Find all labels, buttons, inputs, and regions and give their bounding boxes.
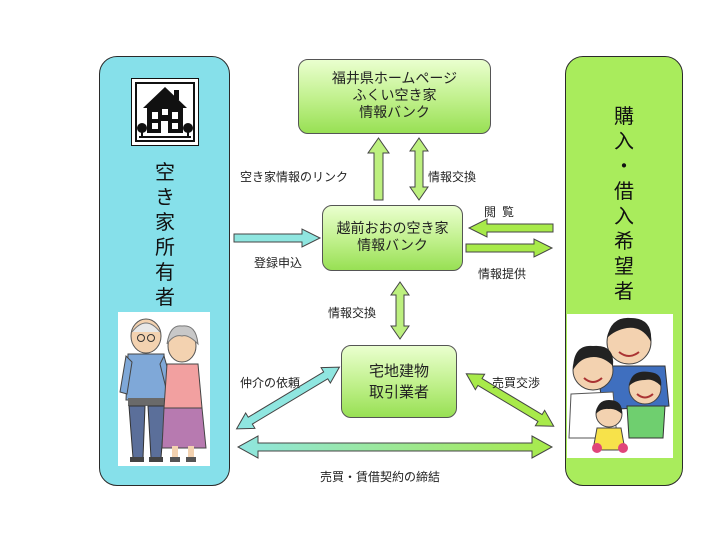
broker-line: 取引業者 (368, 382, 429, 401)
buyer-title-char: 者 (614, 279, 634, 303)
link-arrow (367, 137, 390, 201)
owner-title-char: 有 (155, 260, 175, 284)
register-arrow (233, 228, 322, 248)
family-illustration (567, 314, 673, 458)
owner-title-char: 者 (155, 285, 175, 309)
link-label: 空き家情報のリンク (240, 170, 349, 184)
contract-label: 売買・賃借契約の締結 (320, 470, 441, 484)
trade-arrow (465, 373, 555, 427)
fukui-bank-line: ふくい空き家 (352, 88, 437, 104)
trade-label: 売買交渉 (492, 376, 541, 390)
register-label: 登録申込 (254, 256, 303, 270)
echizen-bank-line: 越前おおの空き家 (336, 221, 449, 237)
echizen-ono-vacant-house-bank-box: 越前おおの空き家 情報バンク (322, 205, 463, 271)
buyer-title: 購 入 ・ 借 入 希 望 者 (607, 104, 641, 304)
fukui-vacant-house-bank-box: 福井県ホームページ ふくい空き家 情報バンク (298, 59, 491, 134)
buyer-title-char: 望 (614, 254, 634, 278)
echizen-bank-line: 情報バンク (357, 238, 428, 254)
buyer-title-char: ・ (614, 154, 634, 178)
mediation-label: 仲介の依頼 (240, 376, 301, 390)
buyer-title-char: 購 (614, 104, 634, 128)
exchange-top-arrow (409, 137, 429, 201)
owner-title-char: 家 (155, 210, 175, 234)
browse-arrow (467, 218, 554, 238)
owner-title-char: 所 (155, 235, 175, 259)
owner-title-char: 空 (155, 160, 175, 184)
contract-arrow (236, 435, 554, 459)
real-estate-broker-box: 宅地建物 取引業者 (341, 345, 457, 418)
buyer-title-char: 入 (614, 204, 634, 228)
buyer-title-char: 借 (614, 179, 634, 203)
provide-arrow (465, 238, 554, 258)
fukui-bank-line: 福井県ホームページ (331, 71, 458, 87)
elderly-couple-illustration (118, 312, 210, 466)
exchange-mid-label: 情報交換 (328, 306, 377, 320)
browse-label: 閲覧 (484, 205, 521, 219)
mediation-arrow (235, 366, 341, 430)
broker-line: 宅地建物 (368, 361, 429, 380)
house-icon (131, 78, 199, 146)
fukui-bank-line: 情報バンク (359, 105, 430, 121)
owner-title-char: き (155, 185, 175, 209)
exchange-mid-arrow (390, 281, 410, 340)
buyer-title-char: 入 (614, 129, 634, 153)
buyer-title-char: 希 (614, 229, 634, 253)
provide-label: 情報提供 (478, 267, 527, 281)
exchange-top-label: 情報交換 (428, 170, 477, 184)
owner-title: 空 き 家 所 有 者 (148, 160, 182, 310)
